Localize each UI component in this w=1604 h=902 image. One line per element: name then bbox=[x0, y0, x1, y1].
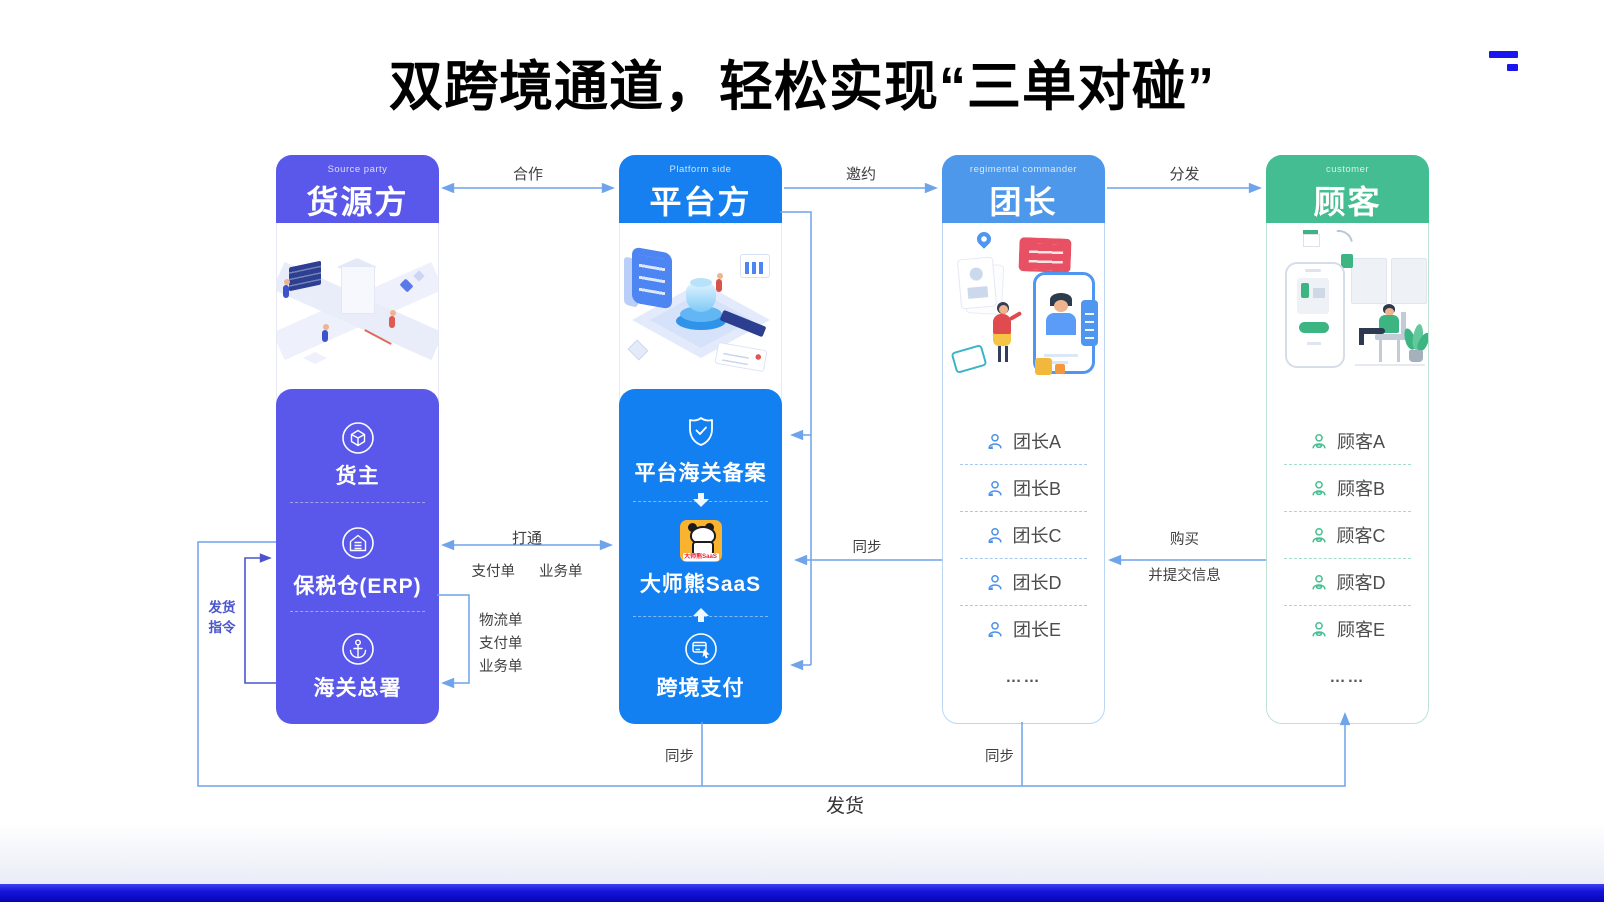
platform-side-panel: 平台海关备案 大师熊SaaS 大师熊SaaS 跨境支付 bbox=[619, 389, 782, 724]
customs-anchor-icon bbox=[341, 632, 375, 671]
arrow-up-icon bbox=[692, 608, 709, 628]
label-open-up: 打通 bbox=[511, 530, 542, 547]
leader-person-icon bbox=[987, 527, 1002, 543]
leader-title: 团长 bbox=[989, 184, 1058, 220]
label-distribute: 分发 bbox=[1169, 166, 1200, 183]
erp-to-customs-bracket bbox=[437, 594, 470, 689]
leader-person-icon bbox=[988, 433, 1002, 449]
customer-person-icon bbox=[1312, 433, 1326, 449]
cargo-owner-label: 货主 bbox=[335, 465, 380, 488]
label-buy-sub: 并提交信息 bbox=[1148, 568, 1221, 584]
dashixiong-logo-text: 大师熊SaaS bbox=[682, 553, 719, 561]
cross-border-pay-label: 跨境支付 bbox=[656, 677, 745, 700]
leader-person-icon bbox=[988, 480, 1002, 496]
source-party-panel: 货主 保税仓(ERP) 海关总署 bbox=[276, 389, 439, 724]
dashixiong-logo: 大师熊SaaS bbox=[679, 520, 722, 562]
label-sync-bottom-left: 同步 bbox=[665, 749, 694, 765]
customer-more: …… bbox=[1329, 669, 1366, 686]
leader-card: regimental commander 团长 bbox=[942, 155, 1105, 724]
saas-label: 大师熊SaaS bbox=[639, 573, 762, 596]
arrow-down-icon bbox=[692, 493, 709, 513]
platform-side-title: 平台方 bbox=[649, 184, 752, 220]
leader-subtitle: regimental commander bbox=[969, 164, 1078, 175]
label-cooperate: 合作 bbox=[512, 166, 543, 183]
cargo-owner-icon bbox=[341, 421, 375, 460]
customer-item: 顾客C bbox=[1267, 523, 1428, 547]
leader-item: 团长A bbox=[943, 429, 1104, 453]
slide-title: 双跨境通道，轻松实现“三单对碰” bbox=[389, 57, 1215, 117]
label-sync-bottom-right: 同步 bbox=[985, 749, 1014, 765]
shield-check-icon bbox=[683, 413, 719, 454]
platform-side-subtitle: Platform side bbox=[669, 164, 732, 175]
leader-more: …… bbox=[1005, 669, 1042, 686]
platform-side-header: Platform side 平台方 bbox=[619, 155, 782, 223]
illustration-leader bbox=[943, 224, 1104, 389]
leader-header: regimental commander 团长 bbox=[942, 155, 1105, 223]
platform-customs-record-label: 平台海关备案 bbox=[634, 462, 767, 485]
brand-logo-bar-bottom bbox=[1507, 64, 1518, 71]
label-buy: 购买 bbox=[1170, 532, 1199, 548]
label-invite: 邀约 bbox=[845, 166, 876, 183]
leader-item: 团长B bbox=[943, 476, 1104, 500]
leader-person-icon bbox=[987, 574, 1002, 590]
platform-side-card: Platform side 平台方 平台海关备案 bbox=[619, 155, 782, 724]
label-doc-list: 物流单支付单业务单 bbox=[479, 613, 523, 675]
leader-item: 团长C bbox=[943, 523, 1104, 547]
ship-command-bracket bbox=[244, 553, 276, 684]
leader-item: 团长E bbox=[943, 617, 1104, 641]
illustration-platform-side bbox=[620, 224, 781, 389]
brand-logo-bar-top bbox=[1489, 51, 1518, 58]
illustration-customer bbox=[1267, 224, 1428, 389]
customer-item: 顾客D bbox=[1267, 570, 1428, 594]
divider bbox=[290, 502, 425, 503]
customer-card: customer 顾客 bbox=[1266, 155, 1429, 724]
leader-list: 团长A 团长B 团长C 团长D 团长E …… bbox=[943, 389, 1104, 723]
divider bbox=[290, 611, 425, 612]
customer-item: 顾客E bbox=[1267, 617, 1428, 641]
source-party-card: Source party 货源方 货主 bbox=[276, 155, 439, 724]
bonded-warehouse-label: 保税仓(ERP) bbox=[293, 575, 422, 598]
bonded-warehouse-icon bbox=[341, 526, 375, 565]
label-ship-bottom: 发货 bbox=[825, 796, 864, 817]
customer-person-icon bbox=[1312, 480, 1326, 496]
customer-title: 顾客 bbox=[1313, 184, 1382, 220]
label-open-up-sub: 支付单业务单 bbox=[471, 564, 583, 580]
cross-border-pay-icon bbox=[684, 632, 718, 671]
customer-subtitle: customer bbox=[1325, 164, 1370, 175]
label-sync-mid: 同步 bbox=[852, 540, 882, 556]
platform-drop-line bbox=[780, 211, 812, 665]
customer-person-icon bbox=[1312, 621, 1326, 637]
source-party-subtitle: Source party bbox=[327, 164, 388, 175]
customer-person-icon bbox=[1311, 527, 1326, 543]
customer-list: 顾客A 顾客B 顾客C 顾客D 顾客E …… bbox=[1267, 389, 1428, 723]
customer-header: customer 顾客 bbox=[1266, 155, 1429, 223]
customs-label: 海关总署 bbox=[313, 677, 402, 700]
leader-item: 团长D bbox=[943, 570, 1104, 594]
label-ship-command: 发货指令 bbox=[208, 600, 236, 635]
bottom-fade bbox=[0, 822, 1604, 884]
illustration-source-party bbox=[277, 224, 438, 389]
customer-person-icon bbox=[1311, 574, 1326, 590]
source-party-header: Source party 货源方 bbox=[276, 155, 439, 223]
bottom-accent-bar bbox=[0, 884, 1604, 902]
leader-person-icon bbox=[988, 621, 1002, 637]
customer-item: 顾客B bbox=[1267, 476, 1428, 500]
customer-item: 顾客A bbox=[1267, 429, 1428, 453]
source-party-title: 货源方 bbox=[306, 184, 409, 220]
